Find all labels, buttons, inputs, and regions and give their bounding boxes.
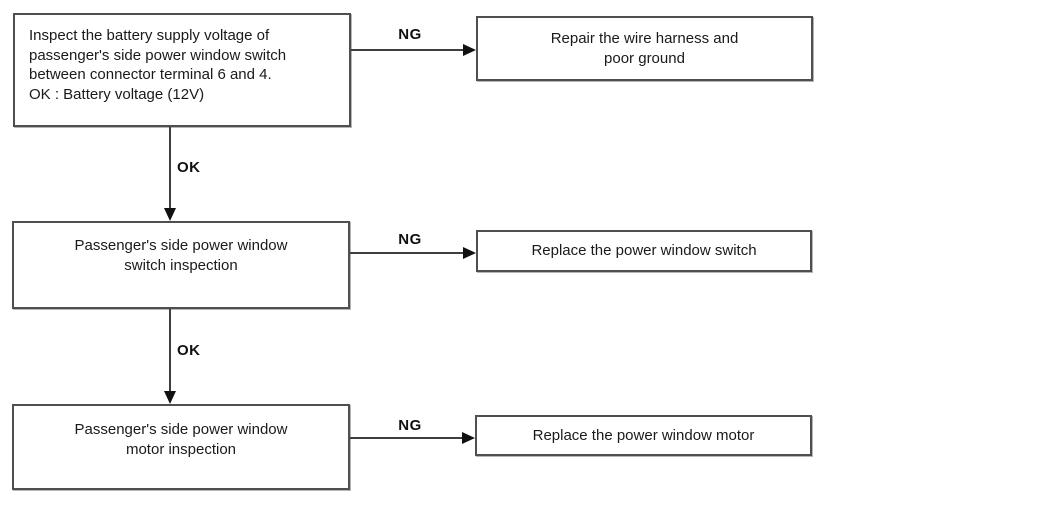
node-replace-switch: Replace the power window switch	[476, 230, 812, 272]
node-inspect-battery-voltage: Inspect the battery supply voltage of pa…	[13, 13, 351, 127]
edge-ng2-line	[350, 252, 463, 254]
edge-ng3-arrowhead-icon	[462, 432, 475, 444]
edge-ng3-label: NG	[398, 417, 422, 434]
edge-ng2-label: NG	[398, 231, 422, 248]
edge-ok1-label: OK	[177, 159, 201, 176]
node-switch-inspection: Passenger's side power window switch ins…	[12, 221, 350, 309]
edge-ok2-arrowhead-icon	[164, 391, 176, 404]
node-motor-inspection: Passenger's side power window motor insp…	[12, 404, 350, 490]
edge-ng2-arrowhead-icon	[463, 247, 476, 259]
edge-ng3-line	[350, 437, 462, 439]
node-replace-switch-text: Replace the power window switch	[531, 242, 757, 260]
node-switch-inspection-text: Passenger's side power window switch ins…	[74, 237, 288, 274]
node-replace-motor: Replace the power window motor	[475, 415, 812, 456]
edge-ok1-arrowhead-icon	[164, 208, 176, 221]
node-motor-inspection-text: Passenger's side power window motor insp…	[74, 421, 288, 458]
node-inspect-battery-voltage-text: Inspect the battery supply voltage of pa…	[29, 27, 287, 103]
node-repair-wire-harness: Repair the wire harness and poor ground	[476, 16, 813, 81]
edge-ng1-arrowhead-icon	[463, 44, 476, 56]
edge-ng1-line	[351, 49, 463, 51]
node-repair-wire-harness-text: Repair the wire harness and poor ground	[550, 30, 739, 67]
edge-ok2-label: OK	[177, 342, 201, 359]
edge-ok2-line	[169, 309, 171, 391]
node-replace-motor-text: Replace the power window motor	[532, 426, 755, 444]
edge-ng1-label: NG	[398, 26, 422, 43]
edge-ok1-line	[169, 127, 171, 208]
